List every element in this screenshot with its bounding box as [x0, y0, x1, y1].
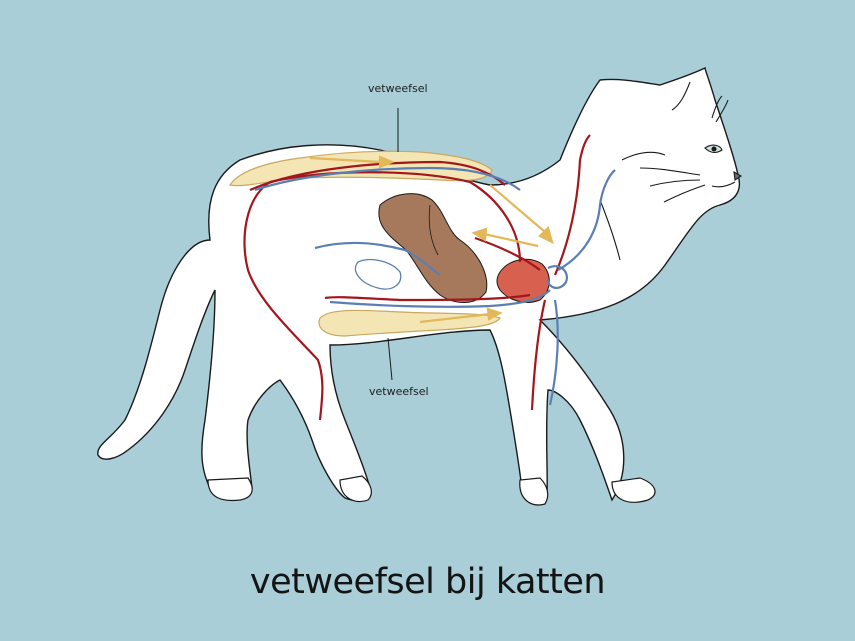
whisker-1 [639, 167, 701, 176]
paw-front-right [611, 477, 656, 503]
artery-upper-loop [243, 171, 522, 421]
fat-tissue-bottom [318, 309, 501, 337]
diagram-title: vetweefsel bij katten [249, 562, 606, 602]
vein-top-back [254, 166, 521, 192]
paw-back-right [339, 475, 372, 503]
paw-back-left [207, 477, 253, 502]
whisker-3 [663, 184, 706, 203]
paws [207, 475, 656, 506]
arteries [243, 134, 591, 421]
leader-line-bottom [387, 337, 393, 381]
vein-neck [557, 169, 616, 271]
arrow-to-heart-shaft [489, 184, 546, 233]
chest-fur [599, 199, 621, 261]
stomach [354, 258, 402, 290]
artery-to-liver [474, 236, 541, 271]
artery-neck [553, 134, 591, 276]
whisker-5 [715, 99, 729, 123]
artery-lower [324, 293, 531, 302]
pupil [711, 146, 717, 152]
cat-body-outline [97, 66, 741, 504]
arrow-bottom-head [486, 307, 503, 321]
whisker-2 [649, 179, 701, 187]
cat-head-details [599, 81, 743, 261]
ear-inner [671, 81, 691, 111]
arrow-liver-shaft [483, 232, 539, 248]
label-fat-bottom: vetweefsel [369, 385, 429, 398]
label-fat-top: vetweefsel [368, 82, 428, 95]
vein-belly [329, 289, 551, 308]
arrow-to-heart-head [538, 225, 554, 245]
heart [496, 258, 550, 303]
vein-heart-loop [546, 265, 568, 289]
nose [733, 170, 743, 181]
paw-front-left [519, 477, 549, 506]
neck-fold [621, 151, 666, 161]
artery-top-back [249, 160, 506, 192]
arrow-top-shaft [309, 156, 381, 164]
liver-lobe-line [428, 204, 439, 256]
arrow-bottom-shaft [419, 312, 491, 324]
veins [254, 166, 616, 406]
arrow-top-head [378, 155, 395, 169]
arrow-liver-head [471, 227, 488, 242]
flow-arrows [309, 155, 554, 324]
vein-abdomen [314, 241, 441, 276]
artery-front-leg [530, 299, 547, 411]
vein-front-leg [548, 299, 559, 406]
whisker-4 [711, 95, 723, 119]
mouth [711, 181, 736, 188]
